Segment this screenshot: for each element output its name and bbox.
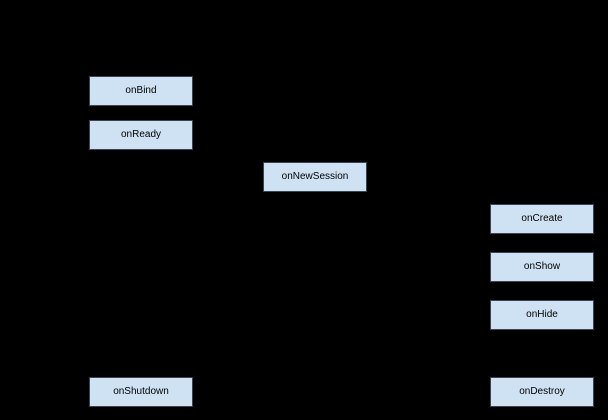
node-oncreate-label: onCreate — [521, 213, 563, 224]
node-ondestroy: onDestroy — [490, 377, 594, 407]
node-onbind-label: onBind — [125, 85, 157, 96]
node-onready-label: onReady — [120, 129, 162, 140]
node-onnewsession-label: onNewSession — [281, 171, 349, 182]
node-onshow-label: onShow — [523, 261, 561, 272]
node-onbind: onBind — [89, 76, 193, 106]
node-onhide: onHide — [490, 300, 594, 330]
node-onshow: onShow — [490, 252, 594, 282]
node-onhide-label: onHide — [526, 309, 558, 320]
node-onready: onReady — [89, 120, 193, 150]
node-onnewsession: onNewSession — [263, 162, 367, 192]
node-onshutdown: onShutdown — [89, 377, 193, 407]
node-onshutdown-label: onShutdown — [113, 386, 169, 397]
node-ondestroy-label: onDestroy — [519, 386, 565, 397]
node-oncreate: onCreate — [490, 204, 594, 234]
